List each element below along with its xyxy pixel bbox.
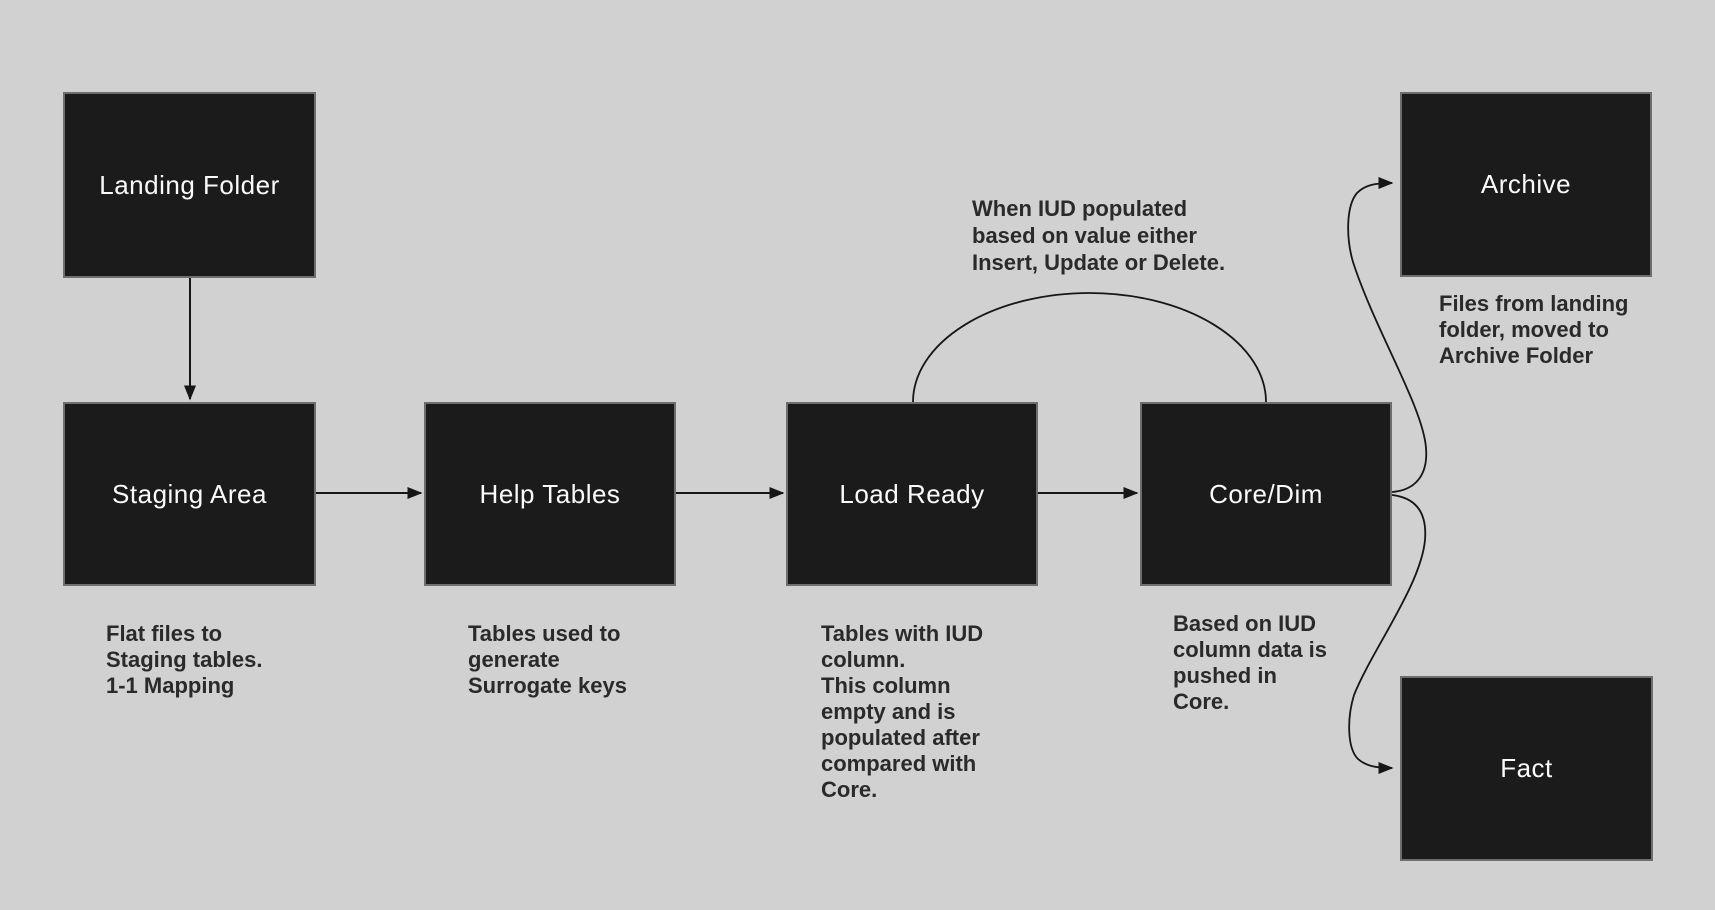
caption-load-ready: Tables with IUD column. This column empt… [821,621,984,802]
curve-coredim-to-fact [1348,494,1427,774]
node-help-tables: Help Tables [424,402,676,586]
node-archive: Archive [1400,92,1652,277]
node-core-dim: Core/Dim [1140,402,1392,586]
caption-core-dim: Based on IUD column data is pushed in Co… [1173,611,1328,714]
node-archive-label: Archive [1480,169,1572,199]
caption-help-tables: Tables used to generate Surrogate keys [468,621,627,698]
node-landing-folder-label: Landing Folder [99,169,280,200]
node-landing-folder: Landing Folder [63,92,316,278]
node-fact-label: Fact [1500,753,1553,783]
node-core-dim-label: Core/Dim [1209,478,1323,509]
node-staging-area-label: Staging Area [112,478,267,509]
node-help-tables-label: Help Tables [479,478,621,509]
node-fact: Fact [1400,676,1653,861]
node-load-ready: Load Ready [786,402,1038,586]
caption-staging-area: Flat files to Staging tables. 1-1 Mappin… [106,621,263,698]
node-staging-area: Staging Area [63,402,316,586]
arc-loadready-to-coredim-top [912,292,1267,403]
caption-archive: Files from landing folder, moved to Arch… [1439,291,1629,368]
curve-coredim-to-archive [1347,177,1428,493]
annotation-iud-note: When IUD populated based on value either… [972,196,1226,275]
node-load-ready-label: Load Ready [839,478,985,509]
